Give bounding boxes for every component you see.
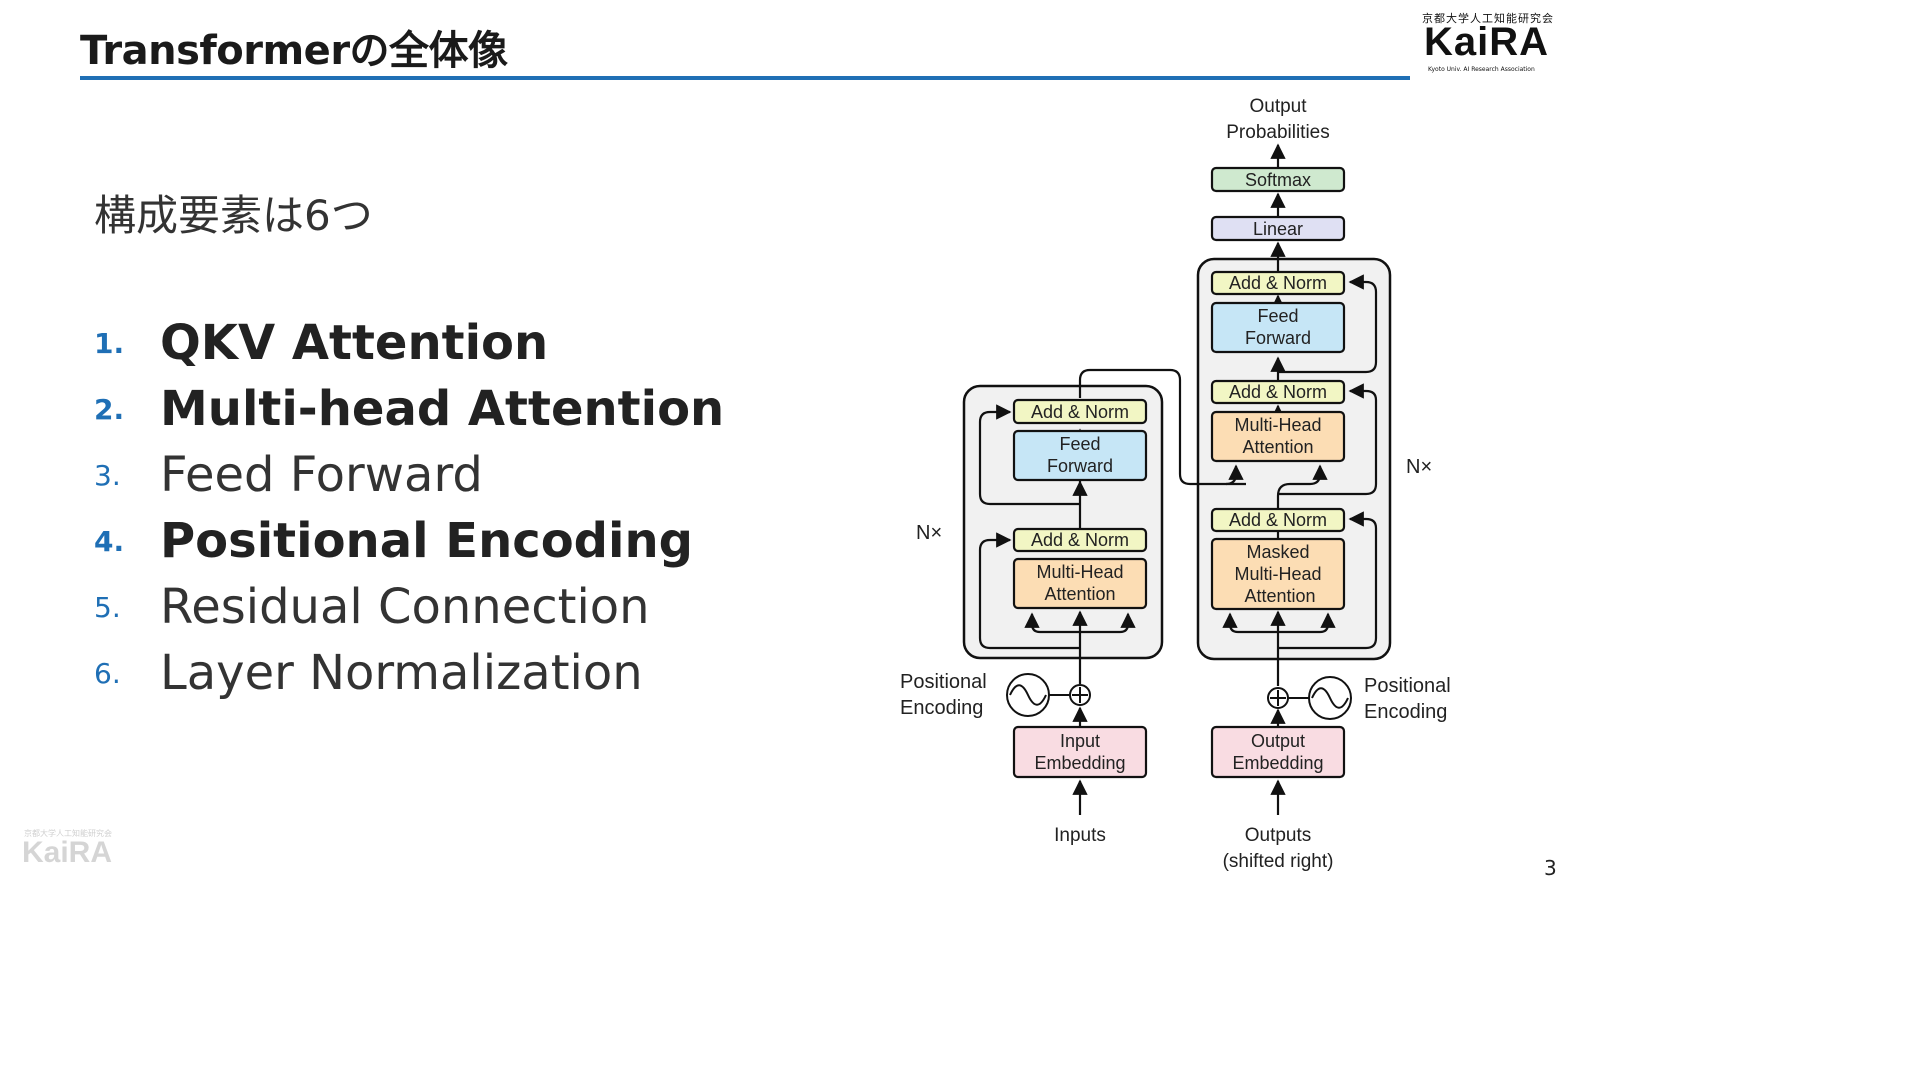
- list-item-number: 1.: [94, 326, 125, 360]
- kaira-watermark: 京都大学人工知能研究会 KaiRA: [22, 828, 122, 872]
- encoder-feed-forward-box: [1012, 429, 1148, 482]
- component-list: 1. QKV Attention 2. Multi-head Attention…: [94, 310, 724, 706]
- add-norm-label: Add & Norm: [1031, 530, 1129, 550]
- list-item-label: Positional Encoding: [160, 513, 694, 569]
- inputs-label: Inputs: [1054, 825, 1106, 846]
- feed-forward-label: Forward: [1245, 328, 1311, 348]
- linear-label: Linear: [1253, 219, 1303, 239]
- list-item-number: 3.: [94, 458, 121, 492]
- slide-title: Transformerの全体像: [80, 28, 508, 74]
- encoder-add-norm-box: [1012, 398, 1148, 425]
- feed-forward-label: Forward: [1047, 456, 1113, 476]
- add-norm-label: Add & Norm: [1229, 510, 1327, 530]
- feed-forward-label: Feed: [1257, 306, 1298, 326]
- list-item: 5. Residual Connection: [94, 574, 724, 640]
- logo-wordmark: KaiRA: [1424, 20, 1550, 64]
- output-probabilities-label: Probabilities: [1226, 122, 1330, 143]
- decoder-nx-label: N×: [1406, 456, 1432, 478]
- list-item: 6. Layer Normalization: [94, 640, 724, 706]
- logo-org-en: Kyoto Univ. AI Research Association: [1428, 66, 1535, 73]
- slide-subtitle: 構成要素は6つ: [94, 191, 373, 240]
- encoder-nx-label: N×: [916, 522, 942, 544]
- encoder-multi-head-attention-box: [1012, 557, 1148, 610]
- output-embedding-label: Output: [1251, 731, 1305, 751]
- watermark-org-jp: 京都大学人工知能研究会: [24, 829, 112, 838]
- masked-multi-head-attention-box: [1210, 537, 1346, 611]
- attention-label: Multi-Head: [1234, 415, 1321, 435]
- decoder-add-norm-box: [1210, 379, 1346, 405]
- output-embedding-box: [1210, 725, 1346, 779]
- masked-attention-label: Attention: [1244, 586, 1315, 606]
- list-item-label: Multi-head Attention: [160, 381, 725, 437]
- decoder-feed-forward-box: [1210, 301, 1346, 354]
- input-embedding-box: [1012, 725, 1148, 779]
- list-item: 2. Multi-head Attention: [94, 376, 724, 442]
- list-item-label: QKV Attention: [160, 315, 549, 371]
- attention-label: Attention: [1044, 584, 1115, 604]
- output-embedding-label: Embedding: [1232, 753, 1323, 773]
- logo-org-jp: 京都大学人工知能研究会: [1422, 12, 1554, 25]
- input-embedding-label: Input: [1060, 731, 1100, 751]
- linear-box: [1210, 215, 1346, 242]
- softmax-label: Softmax: [1245, 170, 1311, 190]
- positional-encoding-label: Encoding: [900, 697, 983, 719]
- add-norm-label: Add & Norm: [1229, 382, 1327, 402]
- masked-attention-label: Multi-Head: [1234, 564, 1321, 584]
- decoder-add-norm-box: [1210, 507, 1346, 533]
- page-number: 3: [1544, 856, 1557, 880]
- positional-encoding-label: Positional: [900, 671, 987, 693]
- add-norm-label: Add & Norm: [1229, 273, 1327, 293]
- list-item-number: 2.: [94, 392, 125, 426]
- transformer-architecture-diagram: Output Probabilities Softmax Linear Add …: [900, 96, 1451, 872]
- list-item: 1. QKV Attention: [94, 310, 724, 376]
- list-item-label: Residual Connection: [160, 579, 650, 635]
- positional-encoding-label: Encoding: [1364, 701, 1447, 723]
- feed-forward-label: Feed: [1059, 434, 1100, 454]
- encoder-add-norm-box: [1012, 527, 1148, 553]
- list-item-label: Feed Forward: [160, 447, 483, 503]
- title-underline: [80, 76, 1410, 80]
- outputs-label: (shifted right): [1223, 851, 1334, 872]
- encoder-block: [962, 384, 1164, 660]
- kaira-logo: 京都大学人工知能研究会 KaiRA Kyoto Univ. AI Researc…: [1422, 10, 1558, 73]
- list-item-number: 4.: [94, 524, 125, 558]
- list-item-number: 5.: [94, 590, 121, 624]
- outputs-label: Outputs: [1245, 825, 1312, 846]
- softmax-box: [1210, 166, 1346, 193]
- list-item-number: 6.: [94, 656, 121, 690]
- decoder-multi-head-attention-box: [1210, 410, 1346, 463]
- input-embedding-label: Embedding: [1034, 753, 1125, 773]
- add-norm-label: Add & Norm: [1031, 402, 1129, 422]
- list-item: 4. Positional Encoding: [94, 508, 724, 574]
- list-item: 3. Feed Forward: [94, 442, 724, 508]
- watermark-wordmark: KaiRA: [22, 836, 113, 869]
- masked-attention-label: Masked: [1246, 542, 1309, 562]
- output-probabilities-label: Output: [1249, 96, 1307, 117]
- positional-encoding-label: Positional: [1364, 675, 1451, 697]
- list-item-label: Layer Normalization: [160, 645, 643, 701]
- attention-label: Multi-Head: [1036, 562, 1123, 582]
- decoder-add-norm-box: [1210, 270, 1346, 296]
- attention-label: Attention: [1242, 437, 1313, 457]
